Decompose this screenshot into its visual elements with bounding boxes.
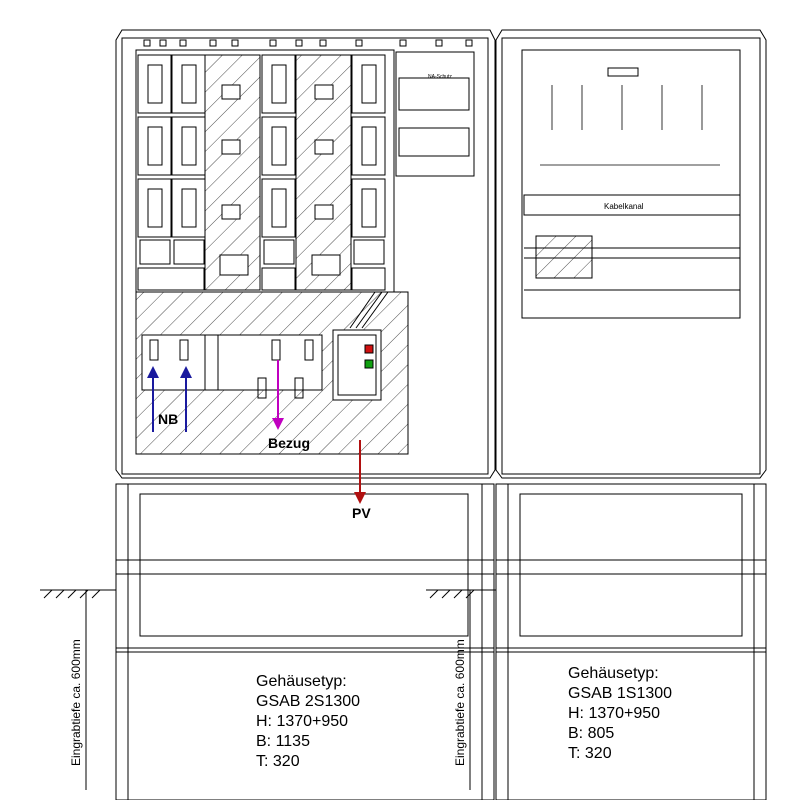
spec-block-left: Gehäusetyp: GSAB 2S1300 H: 1370+950 B: 1… xyxy=(256,672,360,772)
ground-line-left xyxy=(40,589,116,790)
eingrabtiefe-label-left: Eingrabtiefe ca. 600mm xyxy=(69,639,83,766)
na-schutz-label: NA-Schutz xyxy=(428,74,452,80)
kabelkanal-label: Kabelkanal xyxy=(604,202,644,211)
spec-right-width: B: 805 xyxy=(568,725,615,742)
ground-line-right xyxy=(426,589,496,790)
pv-label: PV xyxy=(352,505,371,521)
left-cabinet xyxy=(115,29,496,479)
nb-arrows xyxy=(147,366,192,432)
bezug-label: Bezug xyxy=(268,435,310,451)
spec-right-height: H: 1370+950 xyxy=(568,705,661,722)
spec-right-model: GSAB 1S1300 xyxy=(568,685,673,702)
spec-left-width: B: 1135 xyxy=(256,733,310,750)
spec-block-right: Gehäusetyp: GSAB 1S1300 H: 1370+950 B: 8… xyxy=(568,664,672,764)
eingrabtiefe-label-right: Eingrabtiefe ca. 600mm xyxy=(453,639,467,766)
bezug-arrow xyxy=(272,360,284,430)
spec-left-height: H: 1370+950 xyxy=(256,713,349,730)
left-base xyxy=(115,483,495,800)
spec-left-title: Gehäusetyp: xyxy=(256,673,347,690)
spec-right-depth: T: 320 xyxy=(568,745,612,762)
spec-right-title: Gehäusetyp: xyxy=(568,665,659,682)
right-cabinet xyxy=(495,29,767,479)
pv-arrow xyxy=(354,440,366,504)
spec-left-depth: T: 320 xyxy=(256,753,300,770)
right-base xyxy=(495,483,767,800)
spec-left-model: GSAB 2S1300 xyxy=(256,693,361,710)
nb-label: NB xyxy=(158,411,178,427)
